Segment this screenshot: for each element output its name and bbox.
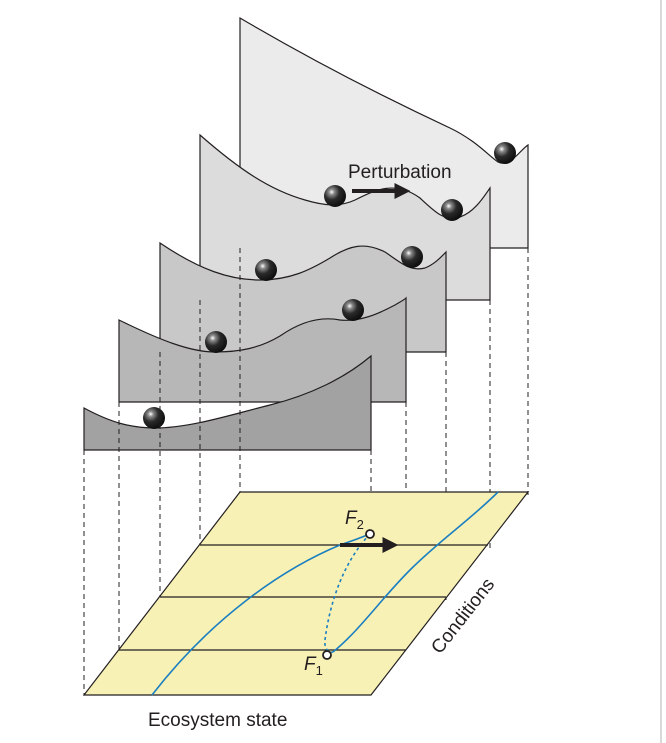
fold-point-f1-icon bbox=[322, 650, 332, 660]
ball-icon bbox=[494, 142, 516, 164]
perturbation-indicator: Perturbation bbox=[348, 162, 452, 199]
ball-icon bbox=[255, 259, 277, 281]
ball-icon bbox=[441, 199, 463, 221]
landscape-panel-1 bbox=[83, 354, 372, 451]
landscape-panel-2 bbox=[118, 296, 407, 403]
perturbation-label: Perturbation bbox=[348, 162, 452, 183]
ball-icon bbox=[342, 299, 364, 321]
ball-icon bbox=[324, 185, 346, 207]
bifurcation-curve-upper bbox=[151, 533, 371, 696]
projection-lines bbox=[83, 248, 529, 695]
page-edge-line bbox=[660, 0, 662, 743]
landscape-panel-5 bbox=[239, 16, 529, 249]
x-axis-label: Ecosystem state bbox=[148, 710, 287, 731]
ball-icon bbox=[143, 407, 165, 429]
fold-label-f1: F1 bbox=[304, 654, 323, 678]
state-conditions-plane: F2 F1 bbox=[82, 491, 530, 696]
ball-icon bbox=[401, 246, 423, 268]
fold-label-f2: F2 bbox=[345, 508, 364, 532]
bifurcation-curve-lower bbox=[332, 491, 499, 653]
ball-icon bbox=[205, 331, 227, 353]
fold-point-f2-icon bbox=[365, 529, 375, 539]
